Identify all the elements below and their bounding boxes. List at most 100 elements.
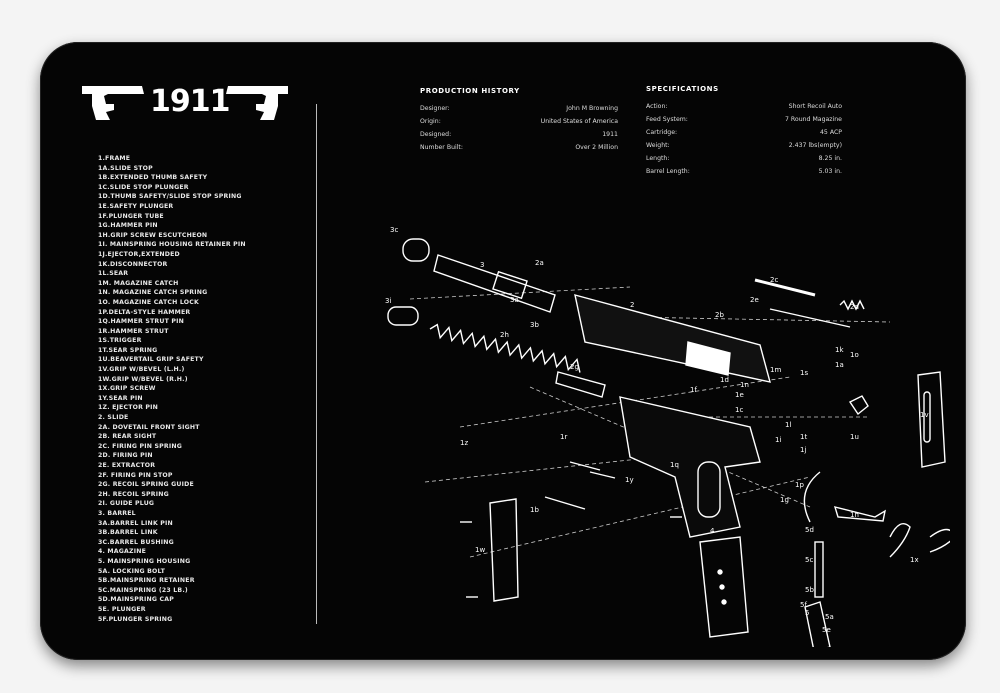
callout-label: 1i: [775, 436, 781, 444]
info-value: 1911: [602, 131, 618, 138]
info-key: Length:: [646, 155, 670, 162]
parts-list-item: 1W.GRIP W/BEVEL (R.H.): [98, 375, 188, 383]
callout-label: 1o: [850, 351, 859, 359]
info-key: Action:: [646, 103, 668, 110]
gun-mat: 1911 1.FRAME 1A.SLIDE STOP 1B.EXTENDED THU…: [40, 42, 966, 660]
pistol-icon: [226, 86, 288, 120]
parts-list-item: 1A.SLIDE STOP: [98, 164, 153, 172]
parts-list-item: 5E. PLUNGER: [98, 605, 146, 613]
info-value: 45 ACP: [819, 129, 842, 136]
callout-label: 2d: [850, 303, 859, 311]
parts-list-item: 1N. MAGAZINE CATCH SPRING: [98, 289, 208, 297]
parts-list-item: 2H. RECOIL SPRING: [98, 490, 169, 498]
parts-list-item: 5D.MAINSPRING CAP: [98, 596, 174, 604]
callout-label: 1a: [835, 361, 844, 369]
info-key: Cartridge:: [646, 129, 678, 136]
parts-list-item: 2C. FIRING PIN SPRING: [98, 442, 183, 450]
callout-label: 1j: [800, 446, 806, 454]
callout-label: 1m: [770, 366, 781, 374]
info-key: Designed:: [420, 131, 452, 138]
callout-label: 1q: [670, 461, 679, 469]
callout-label: 1b: [530, 506, 539, 514]
callout-label: 1d: [720, 376, 729, 384]
callout-label: 2: [630, 301, 634, 309]
parts-list-item: 3C.BARREL BUSHING: [98, 538, 174, 546]
callout-label: 3: [480, 261, 484, 269]
parts-list-item: 1I. MAINSPRING HOUSING RETAINER PIN: [98, 241, 246, 249]
diagram-parts: [387, 238, 950, 647]
callout-label: 2c: [770, 276, 778, 284]
parts-list-item: 1Y.SEAR PIN: [98, 394, 143, 402]
parts-list-item: 1O. MAGAZINE CATCH LOCK: [98, 298, 199, 306]
callout-label: 1u: [850, 433, 859, 441]
info-value: 8.25 in.: [818, 155, 842, 162]
parts-list-item: 2F. FIRING PIN STOP: [98, 471, 173, 479]
callout-label: 1g: [780, 496, 789, 504]
callout-label: 1w: [475, 546, 485, 554]
parts-list-item: 1Q.HAMMER STRUT PIN: [98, 318, 184, 326]
parts-list-item: 2G. RECOIL SPRING GUIDE: [98, 481, 194, 489]
divider: [316, 104, 317, 624]
parts-list-item: 1D.THUMB SAFETY/SLIDE STOP SPRING: [98, 193, 242, 201]
callout-label: 5d: [805, 526, 814, 534]
parts-list-item: 1V.GRIP W/BEVEL (L.H.): [98, 366, 185, 374]
parts-list-item: 1G.HAMMER PIN: [98, 222, 158, 230]
callout-label: 1k: [835, 346, 844, 354]
logo-title: 1911: [150, 84, 231, 119]
parts-list-item: 5A. LOCKING BOLT: [98, 567, 166, 575]
info-key: Feed System:: [646, 116, 688, 123]
parts-list-item: 1X.GRIP SCREW: [98, 385, 156, 393]
parts-list-item: 2. SLIDE: [98, 414, 129, 422]
info-key: Number Built:: [420, 144, 463, 151]
callout-label: 1e: [735, 391, 744, 399]
callout-label: 1s: [800, 369, 808, 377]
callout-label: 1l: [785, 421, 791, 429]
parts-list-item: 1.FRAME: [98, 155, 131, 162]
parts-list-item: 1F.PLUNGER TUBE: [98, 212, 164, 220]
callout-label: 3c: [390, 226, 398, 234]
parts-list-item: 3A.BARREL LINK PIN: [98, 519, 173, 527]
info-key: Designer:: [420, 105, 450, 112]
parts-list-item: 1C.SLIDE STOP PLUNGER: [98, 183, 189, 191]
callout-label: 1t: [800, 433, 807, 441]
parts-list-item: 2A. DOVETAIL FRONT SIGHT: [98, 423, 200, 431]
info-key: Weight:: [646, 142, 670, 149]
info-value: Over 2 Million: [575, 144, 618, 151]
parts-list-item: 1R.HAMMER STRUT: [98, 327, 169, 335]
parts-list-item: 5F.PLUNGER SPRING: [98, 615, 173, 623]
production-history-heading: PRODUCTION HISTORY: [420, 87, 520, 95]
callout-label: 3i: [385, 297, 391, 305]
parts-list-item: 1J.EJECTOR,EXTENDED: [98, 250, 180, 258]
callout-label: 5e: [822, 626, 831, 634]
parts-list-item: 2I. GUIDE PLUG: [98, 500, 155, 508]
info-value: United States of America: [540, 118, 618, 125]
callout-label: 5: [805, 609, 809, 617]
parts-list-item: 1T.SEAR SPRING: [98, 346, 158, 354]
parts-list-item: 5C.MAINSPRING (23 LB.): [98, 586, 188, 594]
callout-label: 5c: [805, 556, 813, 564]
parts-list-item: 1K.DISCONNECTOR: [98, 260, 168, 268]
callout-label: 1c: [735, 406, 743, 414]
parts-list-item: 4. MAGAZINE: [98, 548, 147, 556]
parts-list-item: 1U.BEAVERTAIL GRIP SAFETY: [98, 356, 204, 364]
parts-list-item: 1P.DELTA-STYLE HAMMER: [98, 308, 191, 316]
callout-label: 2g: [570, 363, 579, 371]
callout-label: 2a: [535, 259, 544, 267]
callout-label: 1x: [910, 556, 919, 564]
callout-label: 3b: [530, 321, 539, 329]
callout-label: 1r: [560, 433, 567, 441]
callout-label: 1z: [460, 439, 468, 447]
callout-label: 1v: [920, 411, 929, 419]
info-value: 7 Round Magazine: [785, 116, 842, 123]
parts-list-item: 3. BARREL: [98, 509, 136, 517]
parts-list-item: 2E. EXTRACTOR: [98, 462, 156, 469]
callout-label: 2b: [715, 311, 724, 319]
info-value: Short Recoil Auto: [788, 103, 842, 110]
callout-label: 5f: [800, 601, 807, 609]
info-value: John M Browning: [566, 105, 618, 112]
parts-list-item: 1B.EXTENDED THUMB SAFETY: [98, 174, 208, 182]
callout-label: 4: [710, 527, 715, 535]
parts-list-item: 1S.TRIGGER: [98, 337, 142, 345]
callout-label: 1n: [740, 381, 749, 389]
parts-list-item: 2B. REAR SIGHT: [98, 433, 157, 441]
